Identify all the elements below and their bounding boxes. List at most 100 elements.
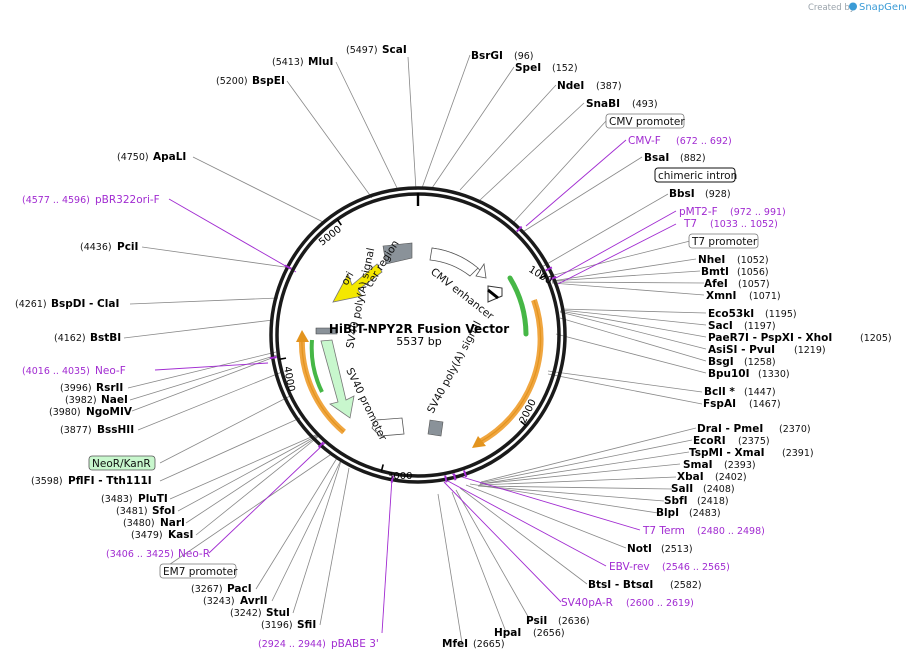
neor-kanr-label: NeoR/KanR xyxy=(92,458,151,470)
enzyme-pos: (3598) xyxy=(31,476,63,487)
enzyme-name[interactable]: DraI - PmeI xyxy=(697,423,763,435)
primer-range: (2546 .. 2565) xyxy=(662,562,730,573)
enzyme-name[interactable]: BbsI xyxy=(669,188,695,200)
enzyme-name[interactable]: ScaI xyxy=(382,44,407,56)
primer-name[interactable]: Neo-R xyxy=(178,548,210,560)
enzyme-name[interactable]: SfiI xyxy=(297,619,316,631)
enzyme-name[interactable]: PluTI xyxy=(138,493,168,505)
enzyme-name[interactable]: SmaI xyxy=(683,459,713,471)
enzyme-name[interactable]: Eco53kI xyxy=(708,308,754,320)
enzyme-pos: (4436) xyxy=(80,242,112,253)
enzyme-name[interactable]: ApaLI xyxy=(153,151,186,163)
enzyme-name[interactable]: BspEI xyxy=(252,75,285,87)
enzyme-pos: (1057) xyxy=(738,279,770,290)
primer-name[interactable]: EBV-rev xyxy=(609,561,650,573)
enzyme-name[interactable]: TspMI - XmaI xyxy=(689,447,765,459)
enzyme-pos: (1195) xyxy=(765,309,797,320)
enzyme-pos: (2582) xyxy=(670,580,702,591)
enzyme-name[interactable]: XmnI xyxy=(706,290,736,302)
enzyme-name[interactable]: SpeI xyxy=(515,62,541,74)
enzyme-name[interactable]: Bpu10I xyxy=(708,368,750,380)
enzyme-name[interactable]: BclI * xyxy=(704,386,735,398)
enzyme-name[interactable]: AvrII xyxy=(240,595,268,607)
enzyme-name[interactable]: KasI xyxy=(168,529,193,541)
enzyme-pos: (1447) xyxy=(744,387,776,398)
credit-brand: SnapGene xyxy=(859,2,906,13)
enzyme-pos: (1219) xyxy=(794,345,826,356)
enzyme-pos: (1197) xyxy=(744,321,776,332)
enzyme-name[interactable]: MfeI xyxy=(442,638,468,650)
inner-features xyxy=(296,242,544,448)
enzyme-name[interactable]: PaeR7I - PspXI - XhoI xyxy=(708,332,832,344)
primer-name[interactable]: CMV-F xyxy=(628,135,661,147)
enzyme-name[interactable]: SnaBI xyxy=(586,98,620,110)
enzyme-pos: (3996) xyxy=(60,383,92,394)
primer-name[interactable]: pBABE 3' xyxy=(331,638,379,650)
primer-site-mark xyxy=(545,266,553,272)
enzyme-name[interactable]: EcoRI xyxy=(693,435,726,447)
primer-name[interactable]: SV40pA-R xyxy=(561,597,613,609)
enzyme-pos: (493) xyxy=(632,99,658,110)
enzyme-name[interactable]: SalI xyxy=(671,483,693,495)
enzyme-name[interactable]: BlpI xyxy=(656,507,679,519)
enzyme-name[interactable]: AsiSI - PvuI xyxy=(708,344,775,356)
enzyme-pos: (3980) xyxy=(49,407,81,418)
primer-name[interactable]: pMT2-F xyxy=(679,206,718,218)
enzyme-name[interactable]: BsgI xyxy=(708,356,734,368)
primer-leader-lines xyxy=(154,139,677,634)
enzyme-name[interactable]: NarI xyxy=(160,517,185,529)
enzyme-pos: (1052) xyxy=(737,255,769,266)
enzyme-pos: (928) xyxy=(705,189,731,200)
enzyme-name[interactable]: NaeI xyxy=(101,394,128,406)
primer-site-mark xyxy=(284,264,292,270)
primer-range: (972 .. 991) xyxy=(730,207,786,218)
ori-label: ori xyxy=(339,270,356,288)
primer-site-mark xyxy=(549,275,557,281)
primer-range: (672 .. 692) xyxy=(676,136,732,147)
enzyme-pos: (3877) xyxy=(60,425,92,436)
enzyme-name[interactable]: SfoI xyxy=(152,505,175,517)
enzyme-name[interactable]: BstBI xyxy=(90,332,121,344)
primer-site-mark xyxy=(317,441,325,449)
enzyme-pos: (3481) xyxy=(116,506,148,517)
enzyme-name[interactable]: SbfI xyxy=(664,495,688,507)
enzyme-name[interactable]: BsaI xyxy=(644,152,669,164)
enzyme-name[interactable]: XbaI xyxy=(677,471,704,483)
primer-name[interactable]: Neo-F xyxy=(95,365,126,377)
enzyme-name[interactable]: BssHII xyxy=(97,424,134,436)
enzyme-name[interactable]: PciI xyxy=(117,241,138,253)
enzyme-pos: (2391) xyxy=(782,448,814,459)
enzyme-name[interactable]: StuI xyxy=(266,607,290,619)
primer-name[interactable]: pBR322ori-F xyxy=(95,194,160,206)
enzyme-pos: (1330) xyxy=(758,369,790,380)
enzyme-name[interactable]: AfeI xyxy=(704,278,728,290)
enzyme-name[interactable]: SacI xyxy=(708,320,733,332)
enzyme-name[interactable]: HpaI xyxy=(494,627,521,639)
enzyme-pos: (3479) xyxy=(131,530,163,541)
ring-tick xyxy=(539,274,547,280)
enzyme-name[interactable]: MluI xyxy=(308,56,333,68)
enzyme-name[interactable]: BsrGI xyxy=(471,50,503,62)
tick-3000: 3000 xyxy=(387,471,412,482)
enzyme-name[interactable]: PsiI xyxy=(526,615,547,627)
enzyme-name[interactable]: FspAI xyxy=(703,398,736,410)
primer-name[interactable]: T7 xyxy=(683,218,697,230)
enzyme-name[interactable]: RsrII xyxy=(96,382,123,394)
enzyme-name[interactable]: NgoMIV xyxy=(86,406,133,418)
plasmid-backbone xyxy=(269,186,567,484)
enzyme-name[interactable]: NheI xyxy=(698,254,725,266)
primer-site-mark xyxy=(516,225,523,233)
enzyme-name[interactable]: NdeI xyxy=(557,80,584,92)
enzyme-name[interactable]: BspDI - ClaI xyxy=(51,298,119,310)
enzyme-pos: (2636) xyxy=(558,616,590,627)
ring-tick xyxy=(278,357,287,361)
enzyme-pos: (3196) xyxy=(261,620,293,631)
enzyme-name[interactable]: NotI xyxy=(627,543,652,555)
map-size: 5537 bp xyxy=(396,335,441,348)
enzyme-name[interactable]: BtsI - BtsαI xyxy=(588,579,653,591)
enzyme-name[interactable]: PacI xyxy=(227,583,252,595)
t7-promoter-label: T7 promoter xyxy=(691,236,758,248)
primer-name[interactable]: T7 Term xyxy=(642,525,685,537)
enzyme-name[interactable]: PflFI - Tth111I xyxy=(68,475,152,487)
enzyme-name[interactable]: BmtI xyxy=(701,266,729,278)
